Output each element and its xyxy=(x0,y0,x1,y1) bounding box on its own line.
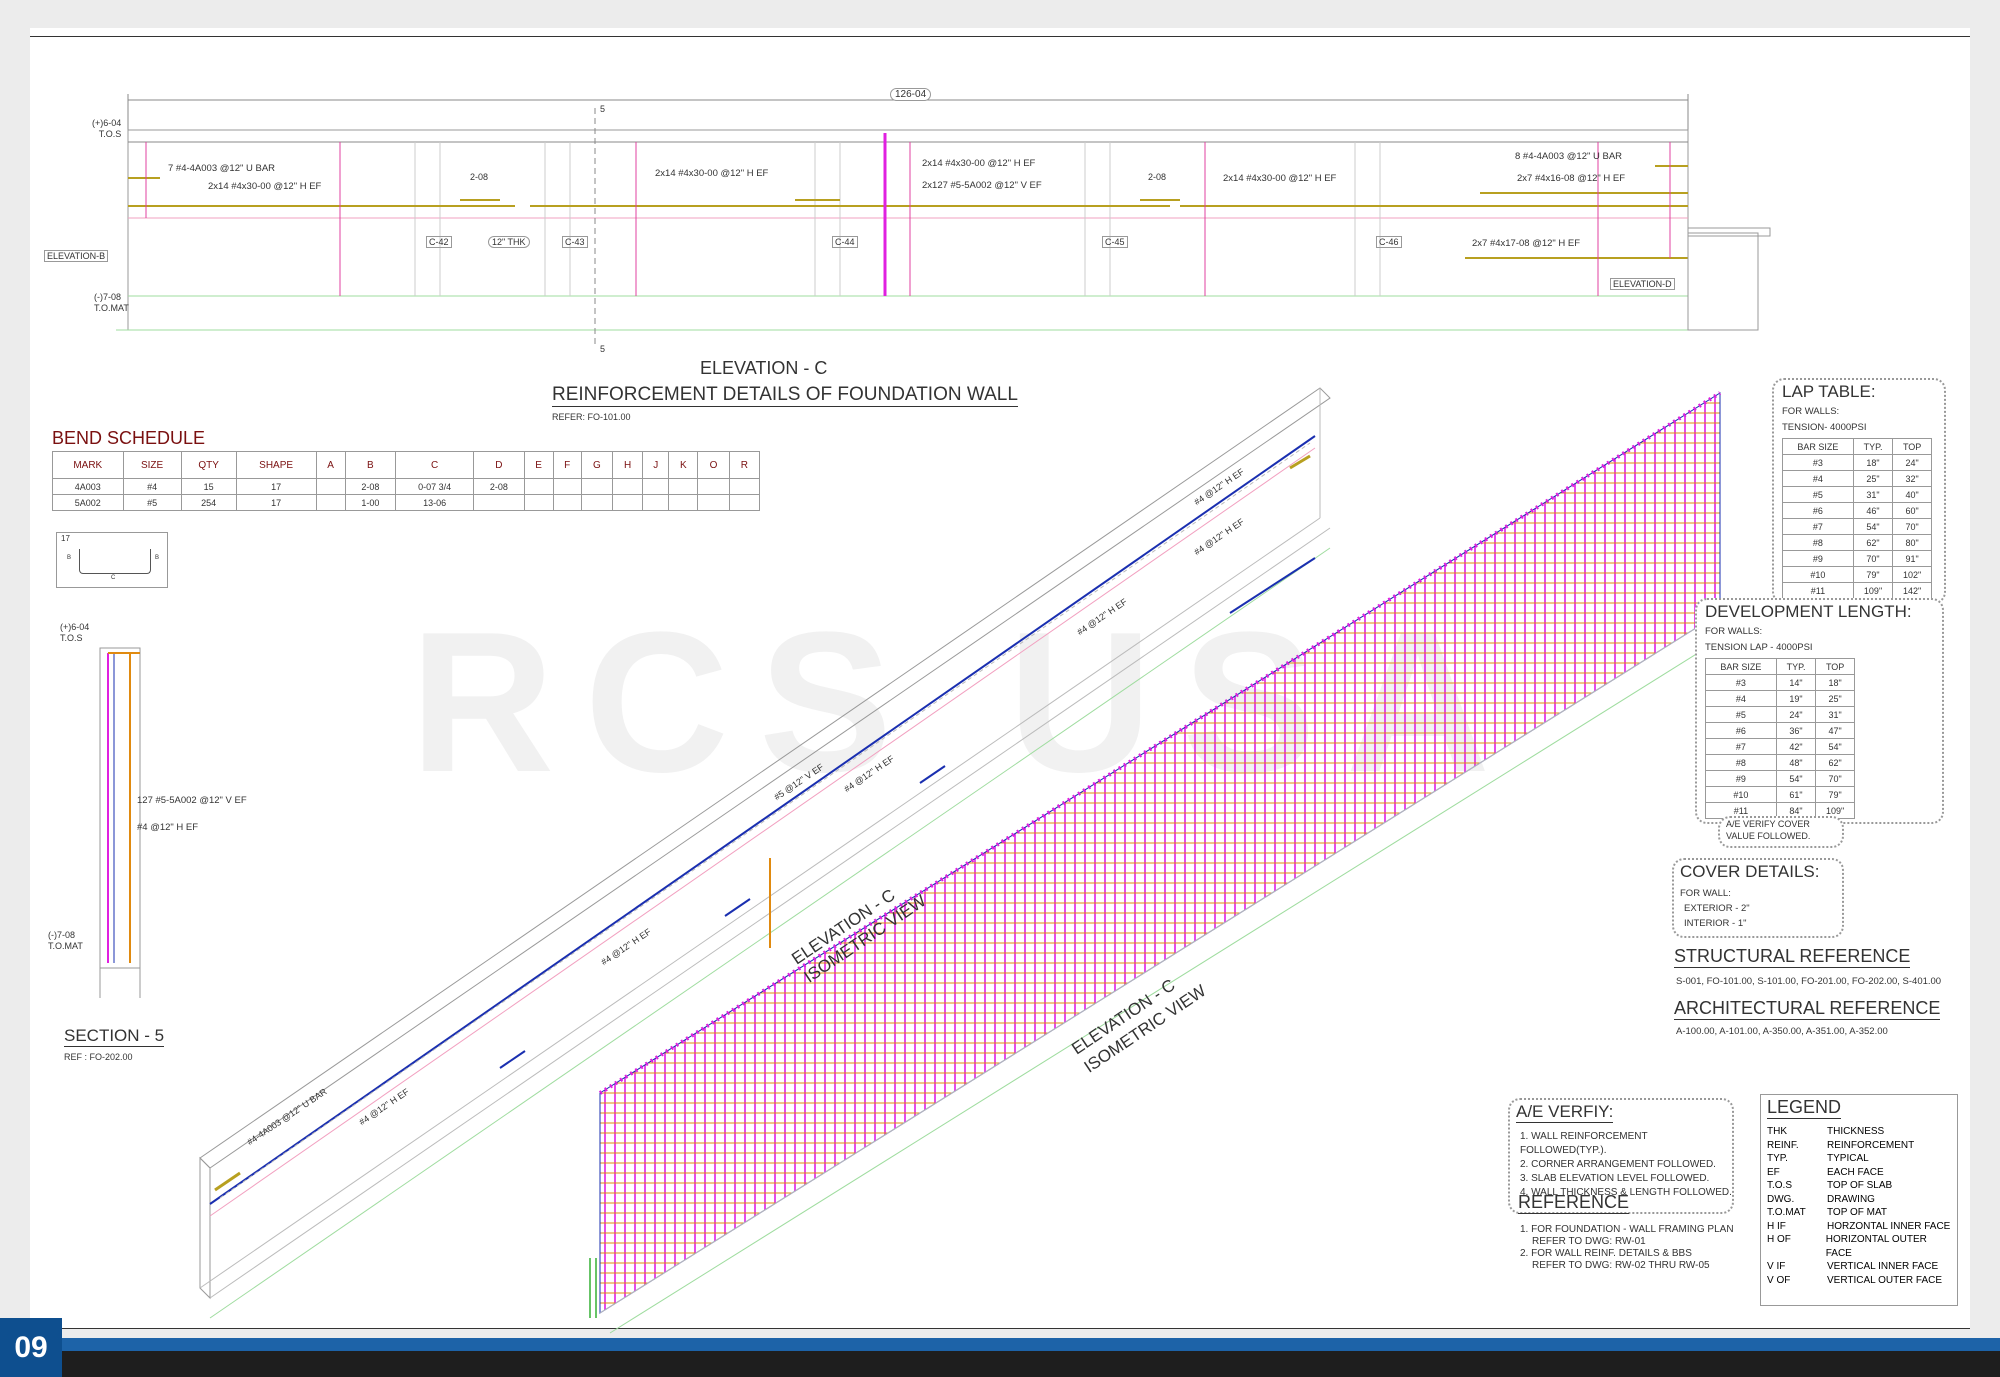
architectural-ref-title: ARCHITECTURAL REFERENCE xyxy=(1674,998,1941,1020)
ae-verify-panel: A/E VERFIY: 1. WALL REINFORCEMENT FOLLOW… xyxy=(1508,1098,1734,1214)
bend-shape-box: 17 B C B xyxy=(56,532,168,588)
sheet-border-top xyxy=(30,36,1970,37)
callout-h-ef-2: 2x14 #4x30-00 @12" H EF xyxy=(655,168,769,179)
elevation-title: ELEVATION - C xyxy=(700,358,828,378)
sheet-border-bottom xyxy=(30,1328,1970,1329)
elevation-drawing xyxy=(116,94,1771,348)
cover-verify-note: A/E VERIFY COVER VALUE FOLLOWED. xyxy=(1718,816,1844,848)
callout-h-ef-5: 2x7 #4x16-08 @12" H EF xyxy=(1517,173,1626,184)
structural-ref-text: S-001, FO-101.00, S-101.00, FO-201.00, F… xyxy=(1676,976,1942,987)
callout-v-ef: 2x127 #5-5A002 @12" V EF xyxy=(922,180,1042,191)
architectural-ref-text: A-100.00, A-101.00, A-350.00, A-351.00, … xyxy=(1676,1026,1888,1037)
column-c46: C-46 xyxy=(1376,236,1402,248)
bend-shape-icon xyxy=(79,549,151,574)
bend-schedule-title: BEND SCHEDULE xyxy=(52,428,206,448)
elevation-d-tag: ELEVATION-D xyxy=(1610,278,1675,290)
elevation-refer: REFER: FO-101.00 xyxy=(552,412,631,422)
elevation-subtitle: REINFORCEMENT DETAILS OF FOUNDATION WALL xyxy=(552,384,1018,407)
section-ref: REF : FO-202.00 xyxy=(64,1052,133,1062)
column-c42: C-42 xyxy=(426,236,452,248)
column-c44: C-44 xyxy=(832,236,858,248)
footer-accent-bar xyxy=(0,1338,2000,1351)
section-mark-bottom: 5 xyxy=(600,344,606,354)
page-number-badge: 09 xyxy=(0,1318,62,1377)
cover-details-panel: COVER DETAILS: FOR WALL: EXTERIOR - 2" I… xyxy=(1672,858,1844,938)
section-drawing xyxy=(99,647,141,998)
callout-h-ef-4: 2x14 #4x30-00 @12" H EF xyxy=(1223,173,1337,184)
section-label-horizontal: #4 @12" H EF xyxy=(137,822,199,833)
column-c43: C-43 xyxy=(562,236,588,248)
reference-title: REFERENCE xyxy=(1518,1192,1630,1214)
drawing-sheet: RCS USA xyxy=(30,28,1970,1334)
dim-2-08-right: 2-08 xyxy=(1148,172,1167,182)
section-mark-top: 5 xyxy=(600,104,606,114)
wall-outline xyxy=(127,129,1689,331)
overall-dimension: 126-04 xyxy=(890,88,932,101)
elevation-b-tag: ELEVATION-B xyxy=(44,250,109,262)
development-length-panel: DEVELOPMENT LENGTH: FOR WALLS: TENSION L… xyxy=(1695,598,1944,824)
footer-bar xyxy=(0,1351,2000,1377)
column-c45: C-45 xyxy=(1102,236,1128,248)
section-title: SECTION - 5 xyxy=(64,1026,165,1047)
adjacent-structure xyxy=(1687,232,1759,331)
section-label-vertical: 127 #5-5A002 @12" V EF xyxy=(137,795,247,806)
structural-ref-title: STRUCTURAL REFERENCE xyxy=(1674,946,1911,968)
thickness-tag: 12" THK xyxy=(488,236,530,248)
callout-u-bar-right: 8 #4-4A003 @12" U BAR xyxy=(1515,151,1623,162)
callout-u-bar-left: 7 #4-4A003 @12" U BAR xyxy=(168,163,276,174)
lap-table-panel: LAP TABLE: FOR WALLS: TENSION- 4000PSI B… xyxy=(1772,378,1946,604)
callout-h-ef-6: 2x7 #4x17-08 @12" H EF xyxy=(1472,238,1581,249)
dim-2-08-left: 2-08 xyxy=(470,172,489,182)
reference-notes: 1. FOR FOUNDATION - WALL FRAMING PLAN RE… xyxy=(1520,1224,1734,1271)
callout-h-ef-3: 2x14 #4x30-00 @12" H EF xyxy=(922,158,1036,169)
callout-h-ef-1: 2x14 #4x30-00 @12" H EF xyxy=(208,181,322,192)
isometric-wall-outline xyxy=(199,387,1331,1319)
